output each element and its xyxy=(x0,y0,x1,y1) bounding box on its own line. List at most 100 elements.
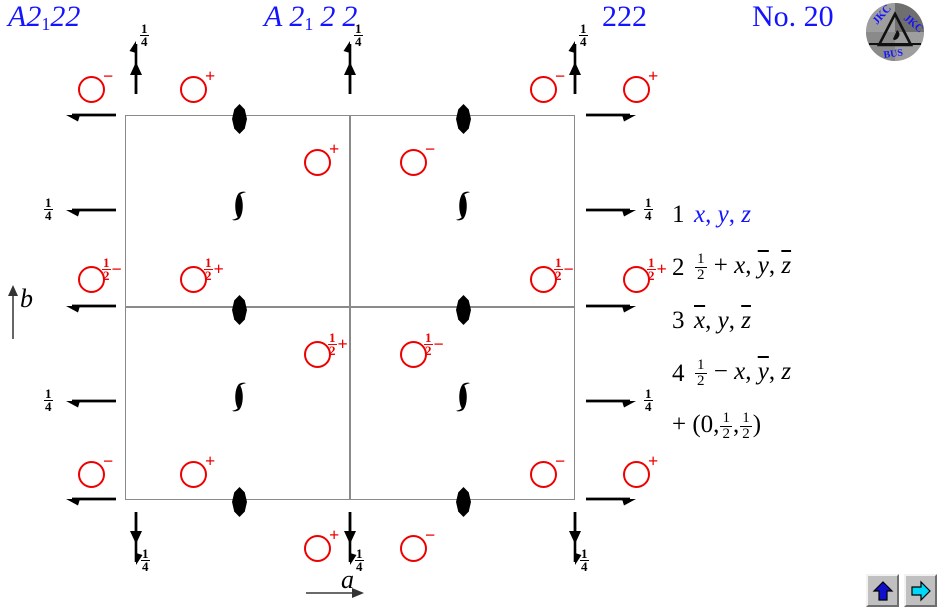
half-arrow-right-glyph xyxy=(586,304,636,313)
twofold-screw-axis-symbol xyxy=(231,190,247,222)
axis-arrow-right-upper xyxy=(586,200,638,225)
atom-circle xyxy=(304,341,331,368)
quarter-label-right-upper: 1 4 xyxy=(644,195,653,224)
atom-height-sign: − xyxy=(425,139,436,159)
axis-arrow-up-full-top-right xyxy=(564,60,586,99)
atom-height-sign: − xyxy=(555,66,566,86)
up-arrow-icon xyxy=(872,580,893,601)
atom-height-sign: + xyxy=(648,451,659,471)
a-axis-arrow-glyph xyxy=(306,588,364,598)
atom-height-sign: − xyxy=(555,451,566,471)
half-arrow-right-glyph xyxy=(586,113,636,122)
axis-arrow-right-mid xyxy=(586,296,638,321)
axis-arrow-down-half-bottom-left xyxy=(125,534,147,571)
half-arrow-right-glyph xyxy=(586,497,636,506)
short-hm-symbol: A2122 xyxy=(8,0,80,34)
full-symbol-g2: 2 xyxy=(320,0,336,33)
space-group-number: No. 20 xyxy=(752,0,834,33)
atom-circle xyxy=(180,461,207,488)
operation-coordinates: x, y, z xyxy=(694,200,751,228)
point-group-symbol: 222 xyxy=(602,0,647,33)
axis-arrow-down-half-bottom-mid xyxy=(339,534,361,571)
atom-height-sign: − xyxy=(103,66,114,86)
b-axis-label: b xyxy=(20,284,33,313)
short-symbol-two: 2 xyxy=(26,0,42,33)
full-symbol-two-one: 2 xyxy=(289,0,305,33)
atom-position: + xyxy=(304,526,339,562)
atom-position: + xyxy=(623,452,658,488)
axis-arrow-left-mid xyxy=(64,296,116,321)
half-arrow-down-glyph xyxy=(573,534,582,565)
atom-height-sign: − xyxy=(425,525,436,545)
atom-height-sign: − xyxy=(103,451,114,471)
quarter-label-left-lower: 1 4 xyxy=(44,386,53,415)
axis-arrow-left-upper xyxy=(64,200,116,225)
b-axis-arrow xyxy=(4,283,24,344)
atom-circle xyxy=(623,266,650,293)
quarter-label-top-right: 1 4 xyxy=(579,21,588,50)
atom-position: − xyxy=(530,452,565,488)
cell-horizontal-midline xyxy=(125,306,575,308)
atom-circle xyxy=(304,535,331,562)
twofold-screw-axis-symbol xyxy=(455,190,471,222)
full-symbol-letter: A xyxy=(264,0,283,33)
half-arrow-left-glyph xyxy=(66,113,116,122)
operation-coordinates: x, y, z xyxy=(694,306,751,334)
axis-arrow-right-lower xyxy=(586,391,638,416)
quarter-label-left-upper: 1 4 xyxy=(44,195,53,224)
quarter-label-bottom-left: 1 4 xyxy=(141,546,150,575)
atom-position: + xyxy=(304,140,339,176)
atom-circle xyxy=(180,266,207,293)
atom-height-sign: + xyxy=(648,66,659,86)
b-axis-arrow-glyph xyxy=(8,285,18,339)
nav-right-button[interactable] xyxy=(904,574,937,607)
cell-vertical-midline xyxy=(349,115,351,500)
right-arrow-icon xyxy=(910,580,931,601)
jkc-logo-graphic: JKC JKC BUS xyxy=(866,3,924,61)
half-arrow-down-glyph xyxy=(348,534,357,565)
quarter-label-bottom-mid: 1 4 xyxy=(355,546,364,575)
twofold-axis-symbol xyxy=(456,295,471,325)
full-symbol-subscript: 1 xyxy=(304,14,314,34)
full-arrow-up-glyph xyxy=(344,62,356,94)
twofold-axis-symbol xyxy=(456,487,471,517)
atom-height-sign: + xyxy=(205,66,216,86)
half-arrow-right-glyph xyxy=(586,399,636,408)
axis-arrow-left-lower xyxy=(64,391,116,416)
axis-arrow-down-half-bottom-right xyxy=(564,534,586,571)
axis-arrow-right-top xyxy=(586,105,638,130)
screw-axis-glyph xyxy=(232,191,246,221)
a-axis-arrow xyxy=(306,584,366,609)
half-arrow-left-glyph xyxy=(66,304,116,313)
quarter-label-top-left: 1 4 xyxy=(140,21,149,50)
half-arrow-right-glyph xyxy=(586,208,636,217)
screw-axis-glyph xyxy=(456,191,470,221)
axis-arrow-up-full-top-mid xyxy=(339,60,361,99)
axis-arrow-left-top xyxy=(64,105,116,130)
atom-position: + xyxy=(180,67,215,103)
operation-index: 3 xyxy=(672,306,685,334)
nav-up-button[interactable] xyxy=(866,574,899,607)
half-arrow-down-glyph xyxy=(134,534,143,565)
twofold-screw-axis-symbol xyxy=(455,381,471,413)
atom-circle xyxy=(78,76,105,103)
symmetry-operation-row: 3 x, y, z xyxy=(672,294,791,347)
atom-circle xyxy=(400,535,427,562)
atom-position: − xyxy=(78,67,113,103)
operation-index: 1 xyxy=(672,200,685,228)
jkc-logo: JKC JKC BUS xyxy=(866,3,924,61)
atom-circle xyxy=(530,76,557,103)
